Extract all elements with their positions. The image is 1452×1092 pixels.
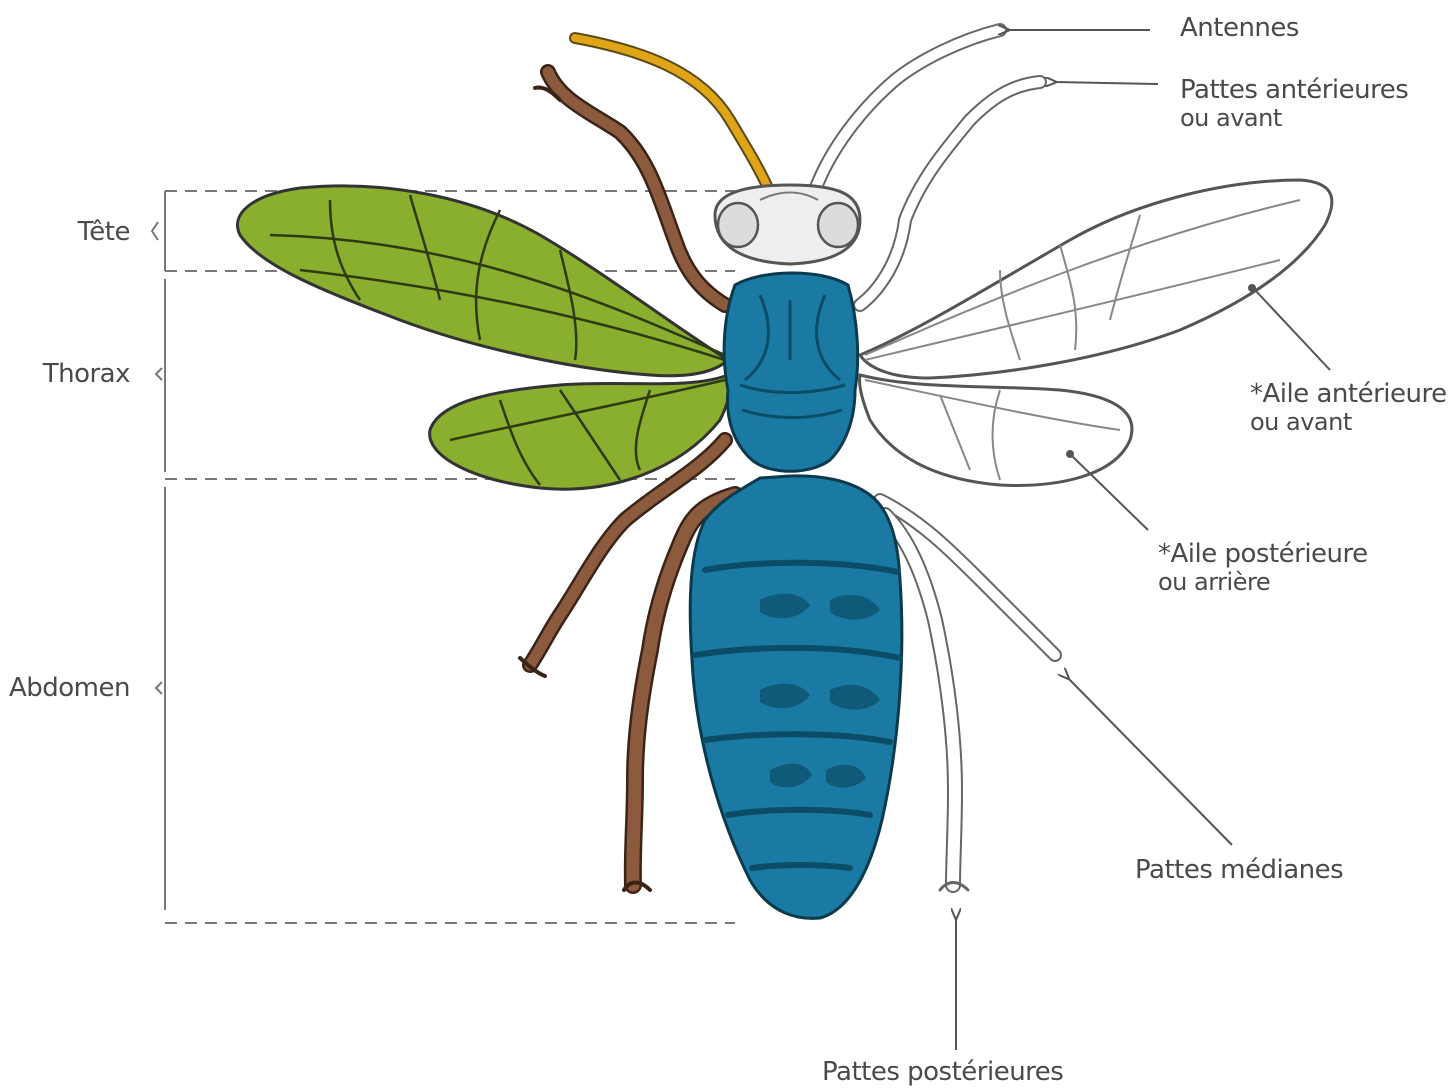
- wings-right: [859, 180, 1331, 485]
- label-pattes-anterieures: Pattes antérieures ou avant: [1180, 76, 1408, 132]
- label-aile-posterieure: *Aile postérieure ou arrière: [1158, 540, 1368, 596]
- segment-brackets: [152, 191, 165, 910]
- label-tete: Tête: [40, 218, 130, 246]
- leader-aile-posterieure: [1072, 456, 1148, 530]
- label-pattes-anterieures-line2: ou avant: [1180, 104, 1408, 132]
- arrow-pattes-medianes: [1068, 678, 1232, 845]
- label-aile-anterieure-line1: *Aile antérieure: [1250, 379, 1447, 409]
- hindwing-right: [859, 375, 1131, 485]
- label-thorax: Thorax: [20, 360, 130, 388]
- thorax: [724, 273, 858, 471]
- label-pattes-medianes: Pattes médianes: [1135, 856, 1343, 884]
- head: [715, 185, 860, 264]
- leader-aile-anterieure: [1255, 290, 1330, 370]
- label-abdomen: Abdomen: [0, 674, 130, 702]
- label-aile-anterieure: *Aile antérieure ou avant: [1250, 380, 1447, 436]
- label-pattes-anterieures-line1: Pattes antérieures: [1180, 75, 1408, 105]
- abdomen: [690, 476, 902, 919]
- label-antennes: Antennes: [1180, 14, 1299, 42]
- label-aile-posterieure-line1: *Aile postérieure: [1158, 539, 1368, 569]
- label-aile-anterieure-line2: ou avant: [1250, 408, 1447, 436]
- label-pattes-posterieures: Pattes postérieures: [822, 1058, 1063, 1086]
- forewing-left: [238, 186, 729, 376]
- wings-left: [238, 186, 730, 489]
- label-aile-posterieure-line2: ou arrière: [1158, 568, 1368, 596]
- arrow-pattes-anterieures: [1055, 82, 1158, 84]
